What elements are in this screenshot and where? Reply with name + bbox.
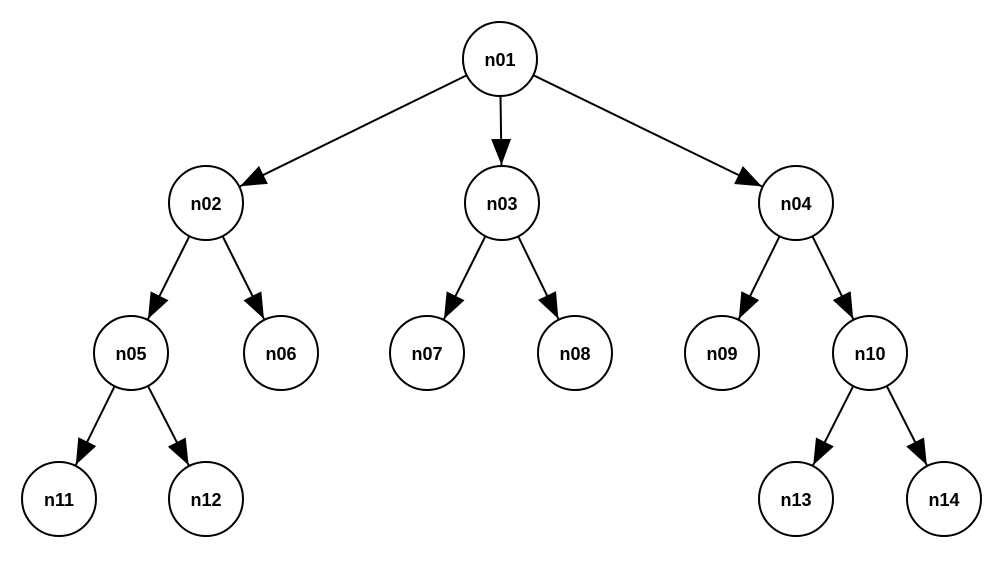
- node-label: n10: [854, 344, 885, 364]
- node-n01: n01: [462, 21, 538, 97]
- node-label: n13: [780, 490, 811, 510]
- node-circle: [93, 315, 169, 391]
- node-n11: n11: [21, 461, 97, 537]
- node-label: n09: [706, 344, 737, 364]
- node-layer: n01 n02 n03 n04 n05 n06 n07 n08 n09 n10 n11 n12 n13 n…: [21, 21, 982, 537]
- node-label: n11: [44, 490, 74, 510]
- node-label: n04: [780, 194, 811, 214]
- node-label: n08: [559, 344, 590, 364]
- node-n03: n03: [464, 165, 540, 241]
- node-n07: n07: [389, 315, 465, 391]
- node-circle: [537, 315, 613, 391]
- node-circle: [832, 315, 908, 391]
- node-label: n05: [115, 344, 146, 364]
- node-n10: n10: [832, 315, 908, 391]
- node-circle: [758, 461, 834, 537]
- node-label: n03: [486, 194, 517, 214]
- node-n04: n04: [758, 165, 834, 241]
- node-n08: n08: [537, 315, 613, 391]
- node-n05: n05: [93, 315, 169, 391]
- node-label: n07: [411, 344, 442, 364]
- node-label: n02: [190, 194, 221, 214]
- node-circle: [684, 315, 760, 391]
- edge-layer: [74, 58, 928, 466]
- node-n13: n13: [758, 461, 834, 537]
- node-circle: [462, 21, 538, 97]
- edge-n01-n02: [239, 58, 501, 188]
- node-n14: n14: [906, 461, 982, 537]
- node-n02: n02: [168, 165, 244, 241]
- node-circle: [168, 461, 244, 537]
- node-circle: [758, 165, 834, 241]
- node-circle: [389, 315, 465, 391]
- node-circle: [21, 461, 97, 537]
- node-n12: n12: [168, 461, 244, 537]
- node-label: n14: [928, 490, 959, 510]
- node-label: n01: [484, 50, 515, 70]
- edge-n01-n04: [499, 58, 763, 188]
- node-label: n12: [190, 490, 221, 510]
- node-n09: n09: [684, 315, 760, 391]
- node-label: n06: [265, 344, 296, 364]
- node-circle: [243, 315, 319, 391]
- node-circle: [906, 461, 982, 537]
- node-circle: [168, 165, 244, 241]
- node-circle: [464, 165, 540, 241]
- node-n06: n06: [243, 315, 319, 391]
